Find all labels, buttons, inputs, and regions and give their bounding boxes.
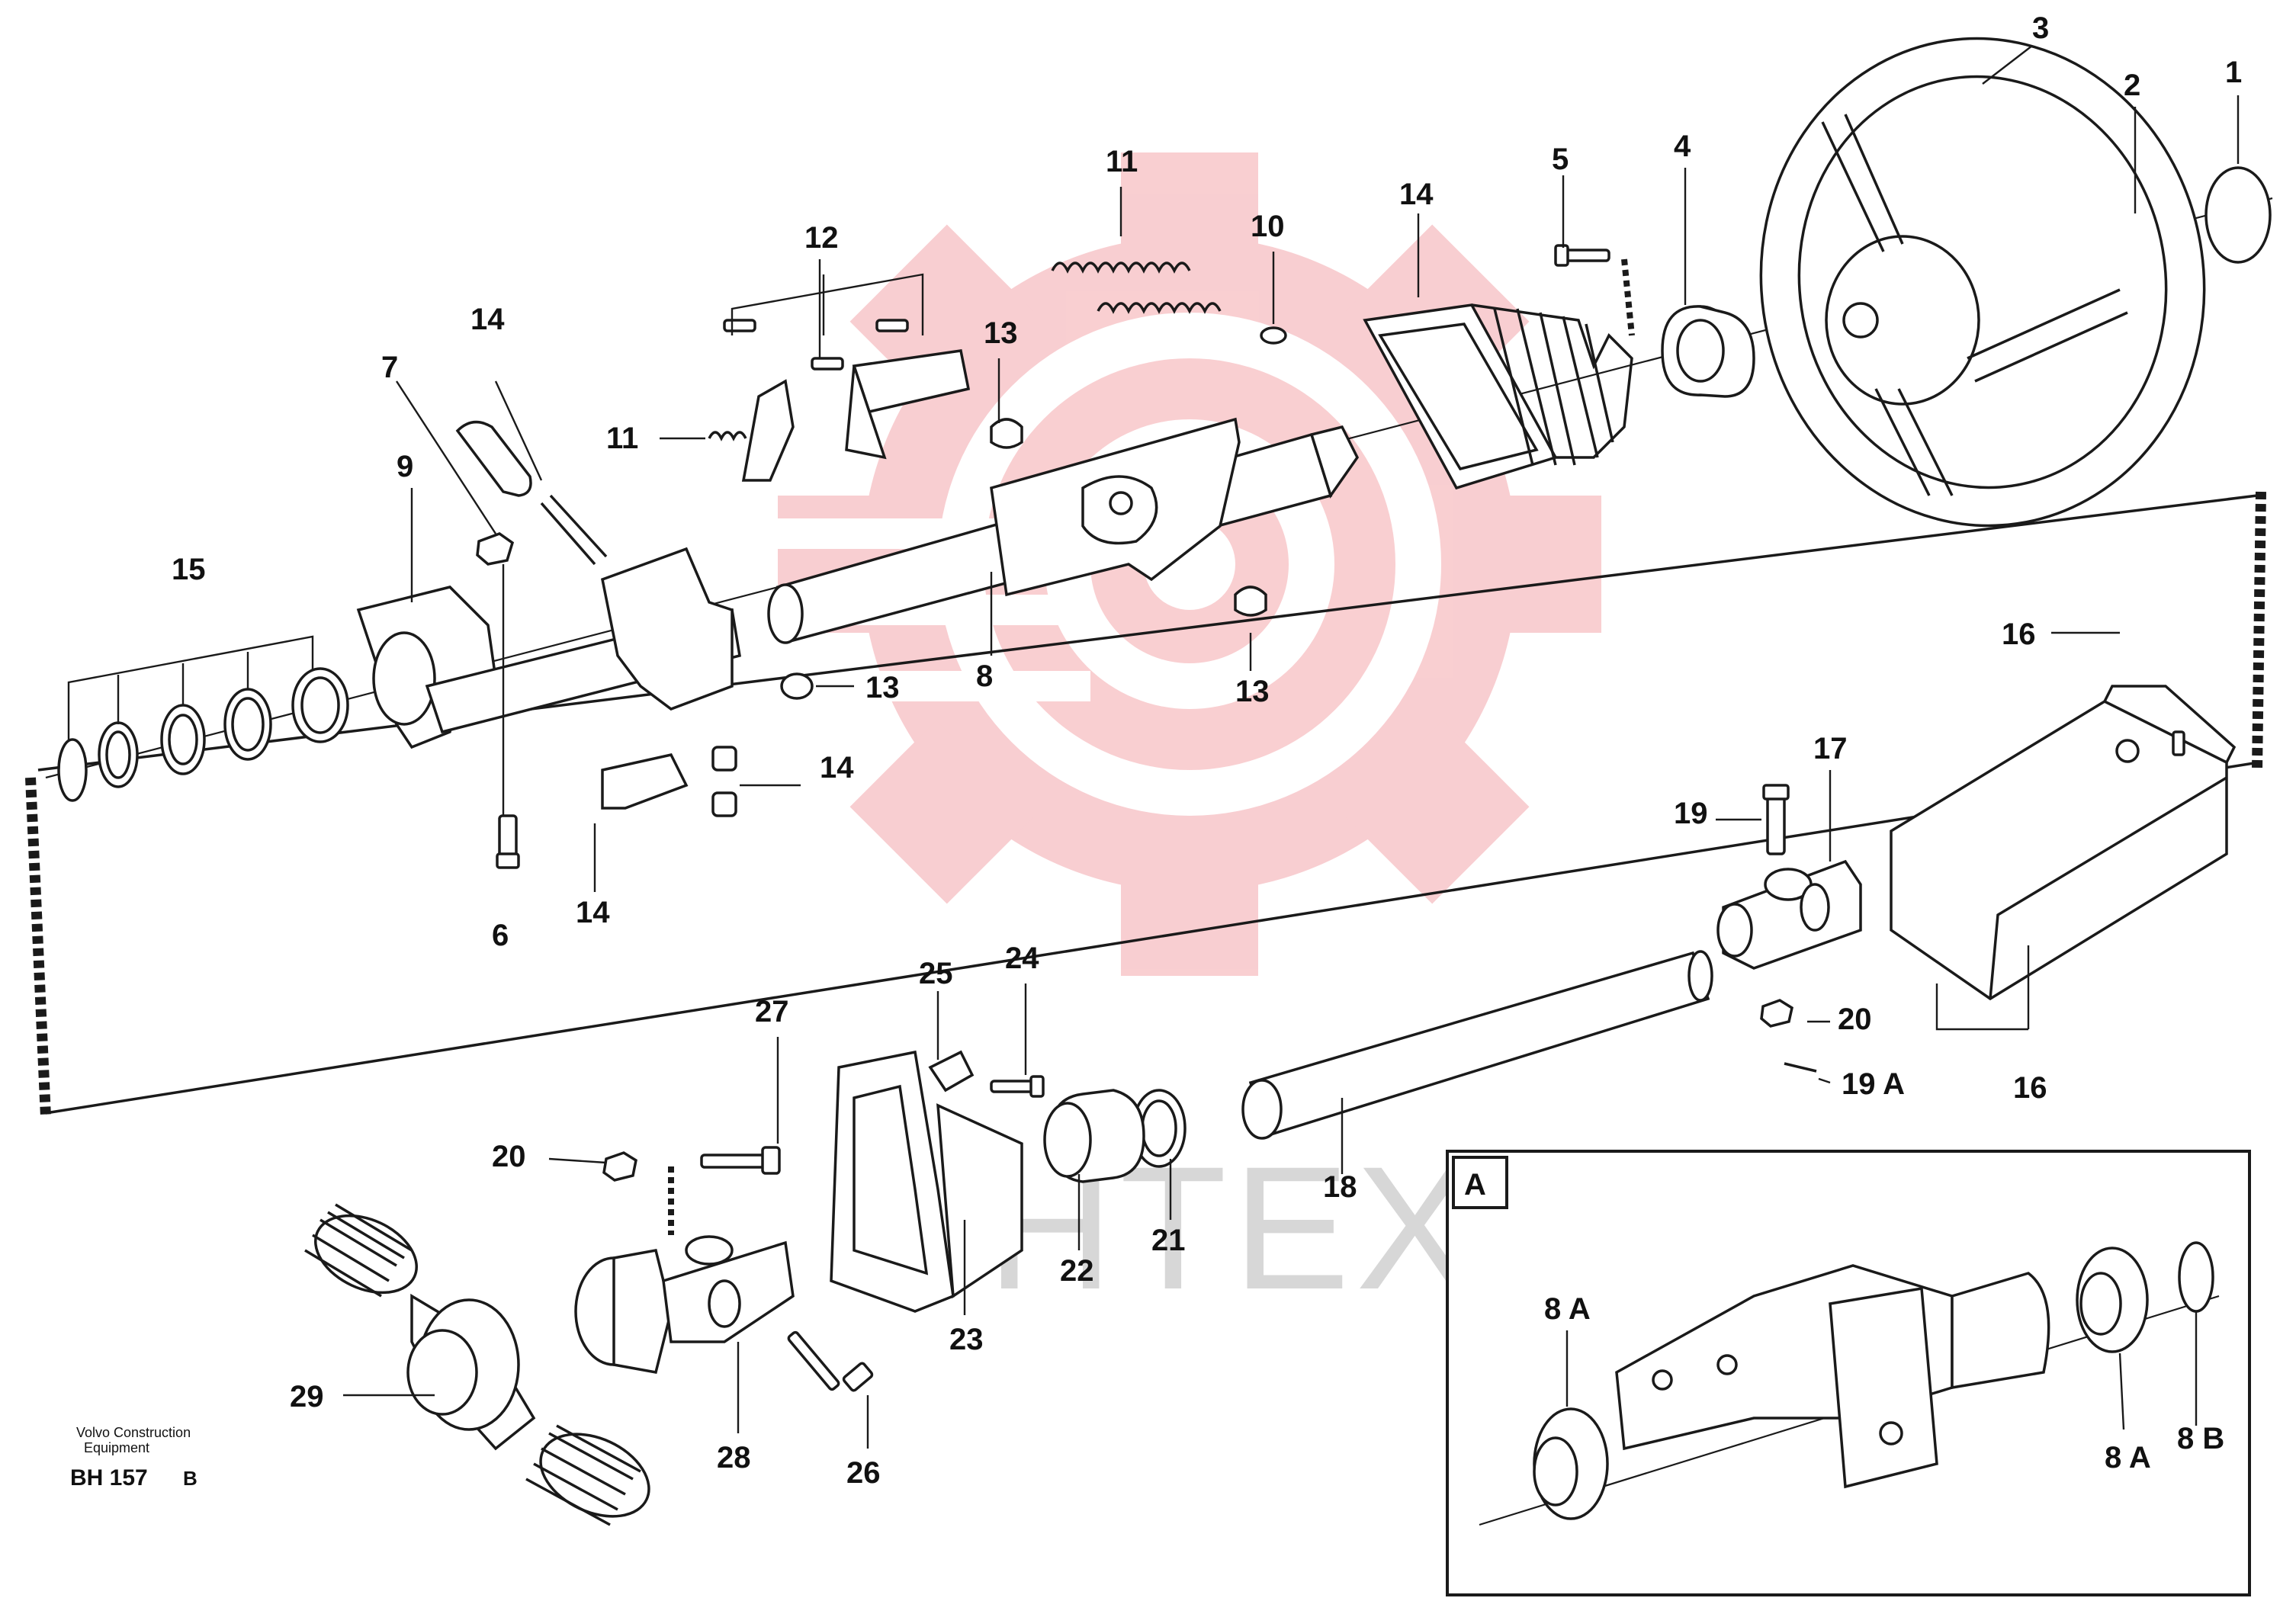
callout-24: 24 <box>1005 942 1039 975</box>
callout-12: 12 <box>804 221 839 255</box>
callout-14-switch: 14 <box>820 751 854 785</box>
callout-17: 17 <box>1813 732 1848 765</box>
bracket-part-9 <box>356 547 741 749</box>
callout-14-lever: 14 <box>470 303 505 336</box>
callout-14-bellows: 14 <box>1399 178 1434 211</box>
housing-part-16 <box>1890 685 2237 1001</box>
callout-2: 2 <box>2124 69 2140 102</box>
callout-19a: 19 A <box>1842 1067 1905 1101</box>
grip-handle-icon <box>304 1203 650 1526</box>
nut-part-20-lower <box>602 1151 637 1182</box>
column-tube-part-8 <box>767 417 1360 644</box>
screw-part-24 <box>990 1075 1045 1098</box>
brand-line-2: Equipment <box>84 1440 149 1455</box>
universal-joint-icon <box>1716 859 1862 970</box>
callout-8: 8 <box>976 659 993 693</box>
callout-20-lower: 20 <box>492 1140 526 1173</box>
cap-part-13 <box>780 418 1267 700</box>
nut-part-7 <box>476 532 515 566</box>
drawing-id: BH 157 <box>70 1465 148 1490</box>
universal-joint-part-28 <box>574 1235 795 1375</box>
callout-3: 3 <box>2032 11 2049 45</box>
callout-13-upper: 13 <box>984 316 1018 350</box>
callout-5: 5 <box>1552 143 1569 176</box>
leader-lines <box>343 45 2240 1449</box>
switch-bracket-part-14 <box>601 746 737 817</box>
callout-16-bottom: 16 <box>2013 1071 2047 1105</box>
detail-label: A <box>1464 1168 1486 1202</box>
bolt-part-6 <box>496 814 520 869</box>
callout-19: 19 <box>1674 797 1708 830</box>
callout-25: 25 <box>919 957 953 990</box>
drawing-revision: B <box>183 1467 197 1490</box>
footer: Volvo Construction Equipment BH 157 B <box>70 1425 197 1490</box>
lock-plate-part-12 <box>723 273 971 482</box>
bolt-part-27 <box>668 1146 781 1235</box>
bearing-icon <box>1533 1241 2214 1520</box>
callout-6: 6 <box>492 919 509 952</box>
callout-16-top: 16 <box>2002 618 2036 651</box>
boot-part-23 <box>830 1050 1023 1313</box>
bushing-part-4 <box>1661 305 1755 398</box>
callout-11-small: 11 <box>606 422 638 455</box>
callout-1: 1 <box>2225 56 2242 89</box>
spring-part-11 <box>708 262 1222 441</box>
bellows-icon <box>1363 303 1633 490</box>
callout-15: 15 <box>172 553 206 586</box>
steering-wheel-icon <box>1759 37 2206 528</box>
cap-part-1 <box>2204 166 2272 264</box>
callout-11-spring: 11 <box>1106 145 1138 178</box>
callout-27: 27 <box>755 995 789 1028</box>
callout-10: 10 <box>1251 210 1285 243</box>
callout-20-upper: 20 <box>1838 1003 1872 1036</box>
callout-14-bottom: 14 <box>576 896 610 929</box>
callout-18: 18 <box>1323 1170 1357 1204</box>
pin-part-19a <box>1784 1062 1817 1073</box>
callout-13-right: 13 <box>1235 675 1270 708</box>
bolt-part-19 <box>1762 784 1790 855</box>
callout-21: 21 <box>1151 1224 1186 1257</box>
callout-4: 4 <box>1674 130 1691 163</box>
callout-8a-left: 8 A <box>1544 1292 1591 1326</box>
callout-28: 28 <box>717 1441 751 1474</box>
callout-23: 23 <box>949 1323 984 1356</box>
callout-7: 7 <box>381 351 398 384</box>
callout-8b: 8 B <box>2177 1422 2224 1455</box>
callout-8a-right: 8 A <box>2105 1441 2151 1474</box>
callout-26: 26 <box>846 1456 881 1490</box>
clip-part-25 <box>928 1050 975 1093</box>
nut-part-20-upper <box>1760 999 1793 1028</box>
detail-view-box <box>1446 1150 2251 1596</box>
seal-set-part-15 <box>57 635 349 802</box>
shaft-part-18 <box>1241 950 1713 1140</box>
lever-handle-part-14 <box>455 420 608 566</box>
callout-13-lower: 13 <box>865 671 900 704</box>
screw-part-5 <box>1554 244 1635 336</box>
bushing-part-22 <box>1043 1089 1145 1183</box>
callout-9: 9 <box>397 450 413 483</box>
bolt-part-26 <box>787 1330 874 1392</box>
plug-part-10 <box>1260 326 1287 345</box>
brand-line-1: Volvo Construction <box>76 1425 191 1440</box>
callout-labels: 1 2 3 4 5 14 10 11 12 13 11 14 7 9 15 8 … <box>172 11 2242 1490</box>
callout-22: 22 <box>1060 1254 1094 1288</box>
callout-29: 29 <box>290 1380 324 1413</box>
